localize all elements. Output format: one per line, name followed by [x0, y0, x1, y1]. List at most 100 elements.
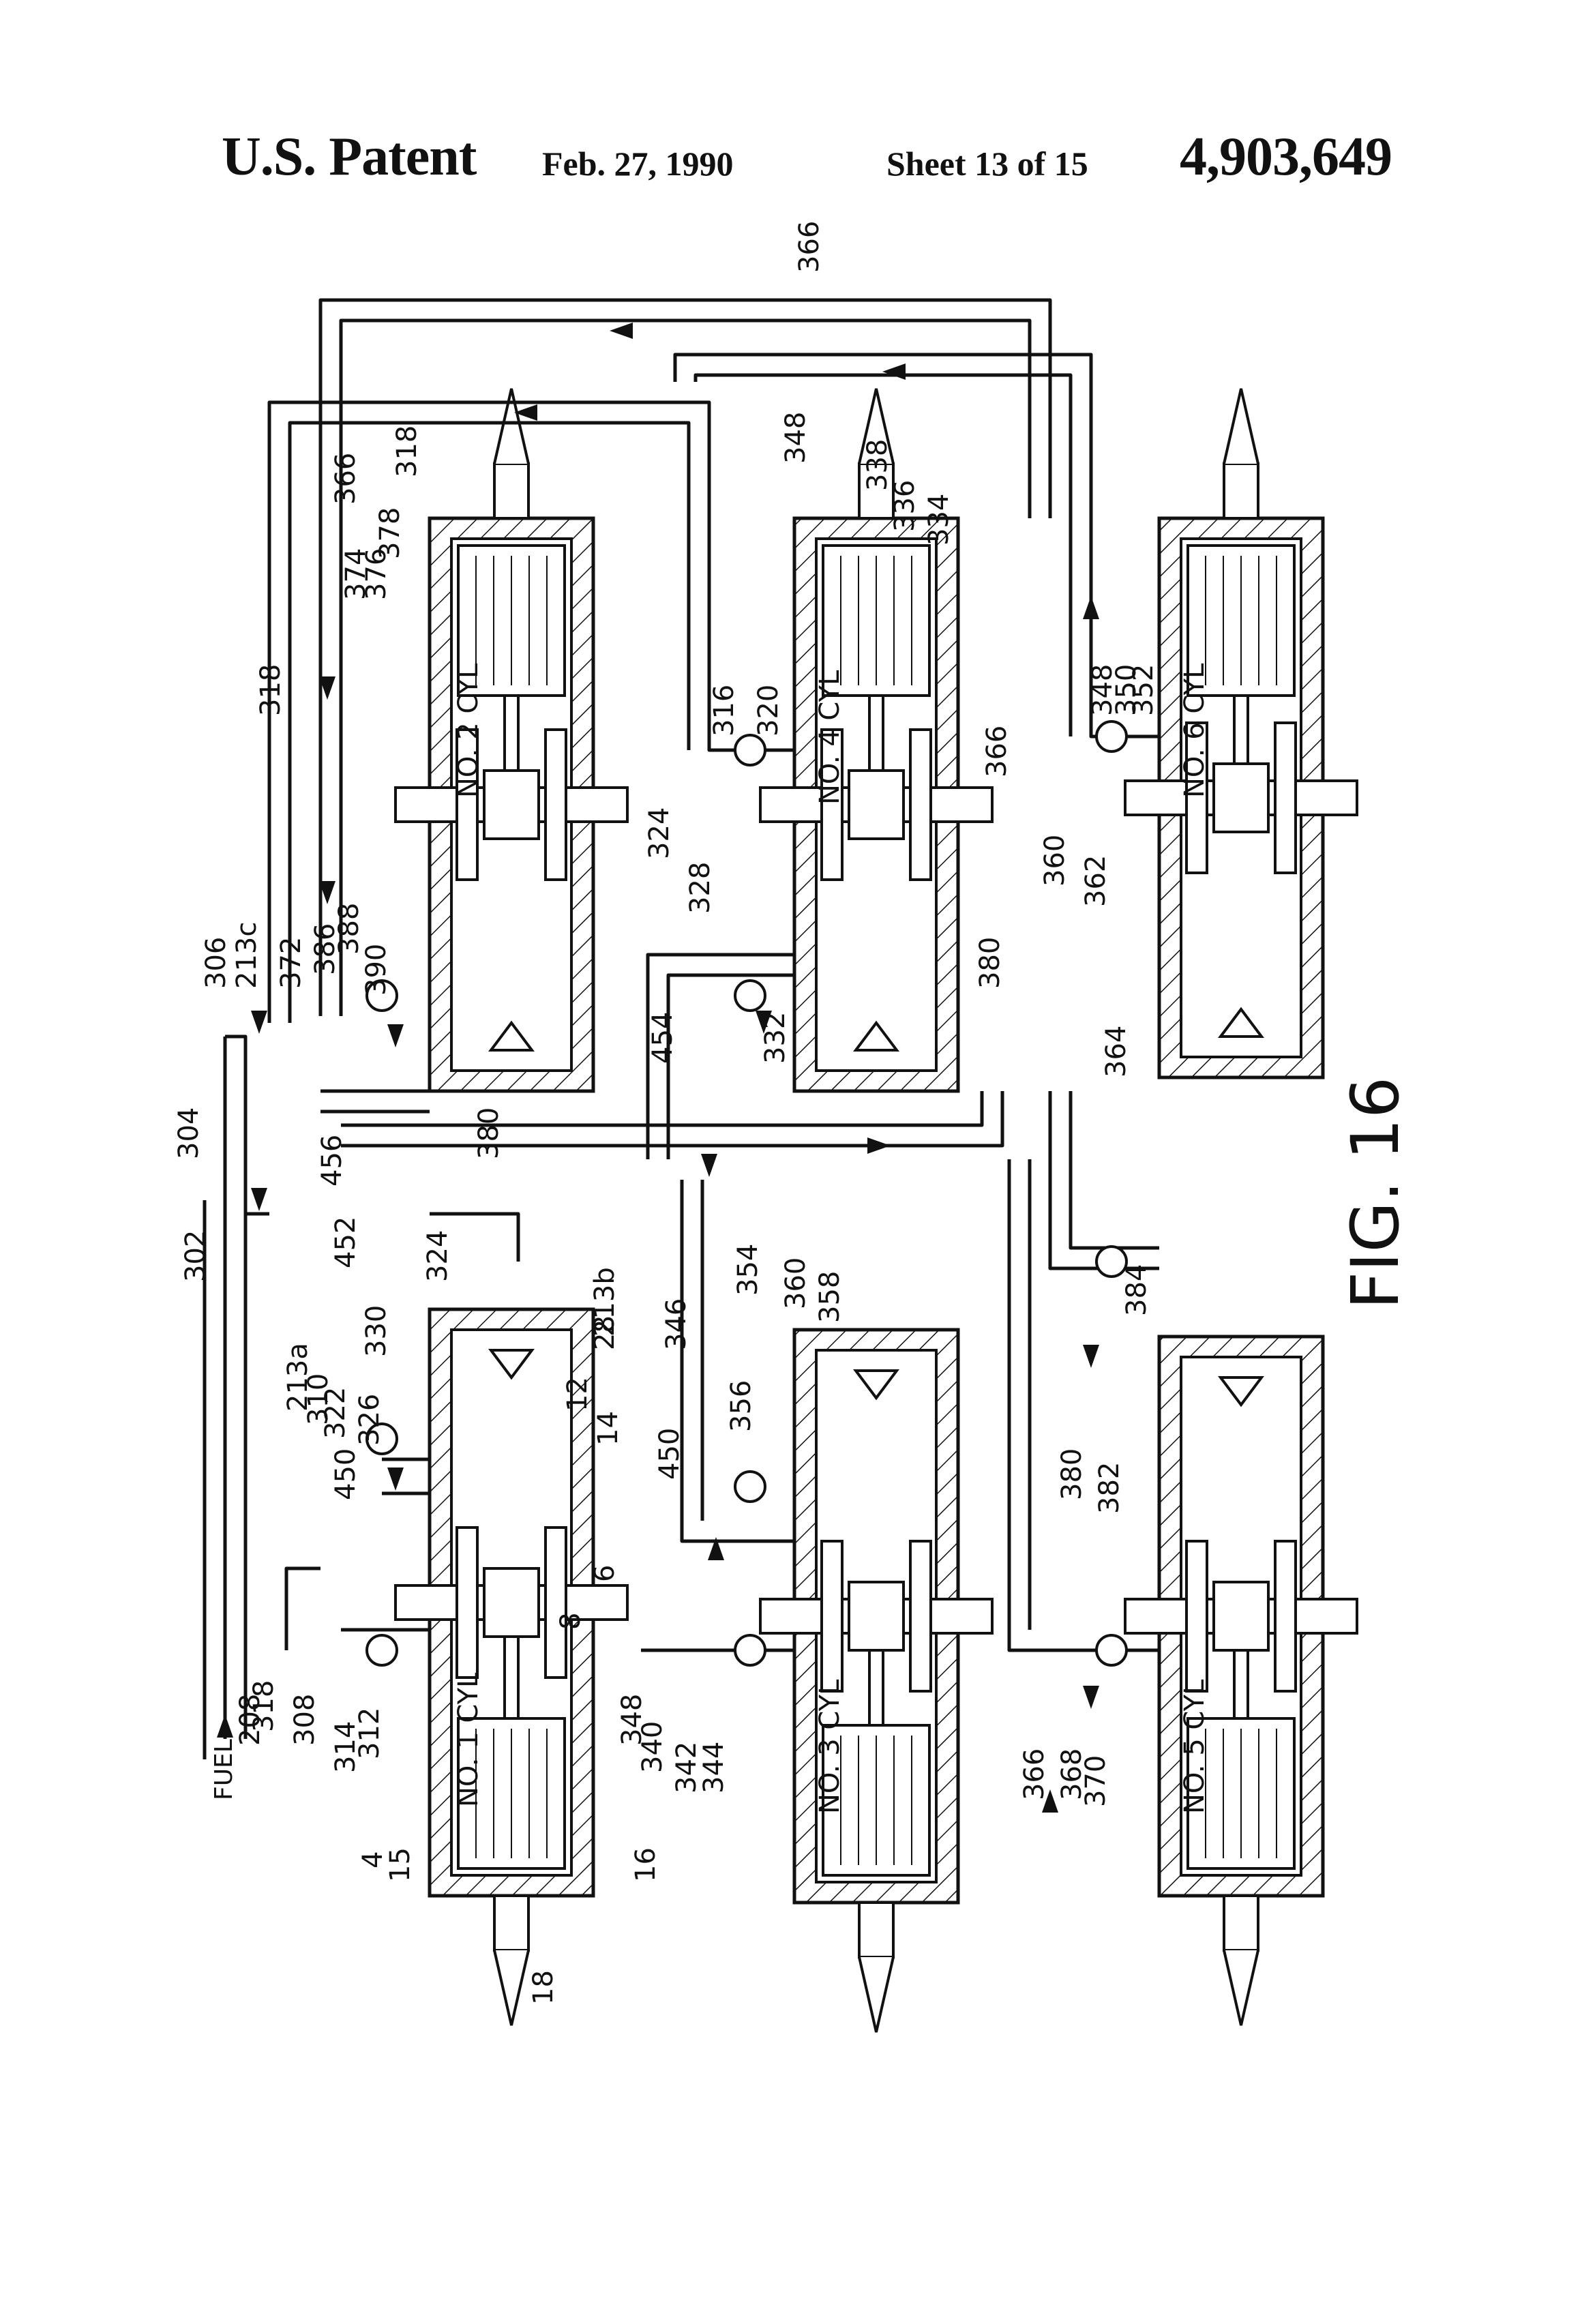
- reference-numeral: 362: [1080, 855, 1111, 907]
- flow-arrow-icon: [701, 1154, 717, 1177]
- flow-arrow-icon: [251, 1188, 267, 1211]
- reference-numeral: 14: [593, 1411, 624, 1446]
- crank-web: [822, 1541, 842, 1691]
- reference-numeral: 322: [320, 1387, 351, 1439]
- crank-web: [1186, 1541, 1207, 1691]
- reference-numeral: 328: [685, 862, 716, 914]
- fluid-line: [668, 975, 794, 1159]
- flow-arrow-icon: [387, 1468, 404, 1491]
- reference-numeral: 308: [289, 1694, 320, 1746]
- cylinder-label-cyl4: NO. 4 CYL: [814, 670, 846, 805]
- crank-pin: [849, 771, 904, 839]
- cylinder-label-cyl1: NO. 1 CYL: [453, 1672, 484, 1807]
- fuel-label: FUEL: [210, 1739, 238, 1800]
- reference-numeral: 340: [637, 1721, 668, 1773]
- flow-arrow-icon: [1083, 1686, 1099, 1709]
- reference-numeral: 366: [794, 221, 825, 273]
- check-valve-icon: [735, 981, 765, 1011]
- reference-numeral: 318: [391, 426, 423, 477]
- injector-body: [1224, 1896, 1258, 1950]
- reference-numeral: 450: [654, 1428, 685, 1480]
- flow-arrow-icon: [1083, 1345, 1099, 1368]
- fluid-line: [1009, 1159, 1159, 1650]
- reference-numeral: 12: [562, 1377, 593, 1412]
- crank-web: [546, 1528, 566, 1678]
- check-valve-icon: [735, 735, 765, 765]
- reference-numeral: 376: [361, 548, 392, 600]
- check-valve-icon: [1096, 1635, 1126, 1665]
- reference-numeral: 366: [981, 726, 1013, 777]
- reference-numeral: 304: [173, 1107, 205, 1159]
- cylinder-label-cyl5: NO. 5 CYL: [1179, 1679, 1210, 1814]
- reference-numeral: 390: [361, 944, 392, 996]
- cylinder-2: [395, 389, 627, 1091]
- reference-numeral: 352: [1128, 664, 1159, 716]
- reference-numeral: 356: [726, 1380, 757, 1432]
- injector-tip: [1224, 389, 1258, 464]
- fluid-line: [1050, 1091, 1159, 1268]
- flow-arrow-icon: [251, 1011, 267, 1034]
- flow-arrow-icon: [610, 323, 633, 339]
- reference-numeral: 366: [1019, 1748, 1050, 1800]
- figure-caption: FIG. 16: [1337, 1077, 1414, 1309]
- fluid-line: [245, 1037, 269, 1214]
- cylinder-6: [1125, 389, 1357, 1077]
- reference-numeral: 360: [1039, 835, 1071, 887]
- injector-tip: [1224, 1950, 1258, 2025]
- fluid-line: [225, 1037, 245, 1739]
- reference-numeral: 8: [555, 1613, 586, 1630]
- reference-numeral: 456: [316, 1135, 348, 1187]
- check-valve-icon: [735, 1635, 765, 1665]
- fluid-line: [341, 1091, 982, 1125]
- crank-pin: [484, 1568, 539, 1637]
- reference-numeral: 358: [814, 1271, 846, 1323]
- reference-numeral: 16: [630, 1847, 661, 1882]
- reference-numeral: 320: [753, 685, 784, 736]
- reference-numeral: 28: [589, 1315, 621, 1350]
- cylinder-5: [1125, 1337, 1357, 2025]
- reference-numeral: 360: [780, 1257, 811, 1309]
- reference-numeral: 316: [708, 685, 740, 736]
- reference-numeral: 384: [1121, 1264, 1152, 1316]
- reference-numeral: 450: [330, 1448, 361, 1500]
- reference-numeral: 326: [354, 1394, 385, 1446]
- reference-numeral: 15: [385, 1847, 416, 1882]
- reference-numeral: 18: [528, 1970, 559, 2005]
- crank-web: [457, 1528, 477, 1678]
- fluid-line: [341, 1091, 1002, 1146]
- injector-body: [494, 464, 528, 518]
- check-valve-icon: [1096, 721, 1126, 751]
- reference-numeral: 302: [180, 1230, 211, 1282]
- reference-numeral: 380: [1056, 1448, 1088, 1500]
- reference-numeral: 336: [889, 480, 921, 532]
- reference-numeral: 306: [200, 937, 232, 989]
- fluid-line: [1071, 1091, 1159, 1248]
- cylinder-label-cyl3: NO. 3 CYL: [814, 1679, 846, 1814]
- reference-numeral: 372: [275, 937, 307, 989]
- flow-arrow-icon: [1083, 596, 1099, 619]
- crank-pin: [1214, 1582, 1268, 1650]
- crank-pin: [849, 1582, 904, 1650]
- crank-web: [546, 730, 566, 880]
- injector-body: [494, 1896, 528, 1950]
- reference-numeral: 348: [780, 412, 811, 464]
- reference-numeral: 380: [473, 1107, 505, 1159]
- crank-web: [910, 1541, 931, 1691]
- reference-numeral: 366: [330, 453, 361, 505]
- flow-arrow-icon: [387, 1024, 404, 1047]
- check-valve-icon: [367, 1635, 397, 1665]
- reference-numeral: 454: [647, 1012, 678, 1064]
- reference-numeral: 346: [661, 1298, 692, 1350]
- crank-web: [1275, 1541, 1296, 1691]
- reference-numeral: 330: [361, 1305, 392, 1357]
- flow-arrow-icon: [217, 1714, 233, 1738]
- reference-numeral: 324: [422, 1230, 453, 1282]
- fluid-line: [286, 1568, 320, 1650]
- check-valve-icon: [735, 1472, 765, 1502]
- crank-pin: [1214, 764, 1268, 832]
- crank-pin: [484, 771, 539, 839]
- reference-numeral: 452: [330, 1217, 361, 1268]
- reference-numeral: 380: [974, 937, 1006, 989]
- reference-numeral: 344: [698, 1742, 730, 1793]
